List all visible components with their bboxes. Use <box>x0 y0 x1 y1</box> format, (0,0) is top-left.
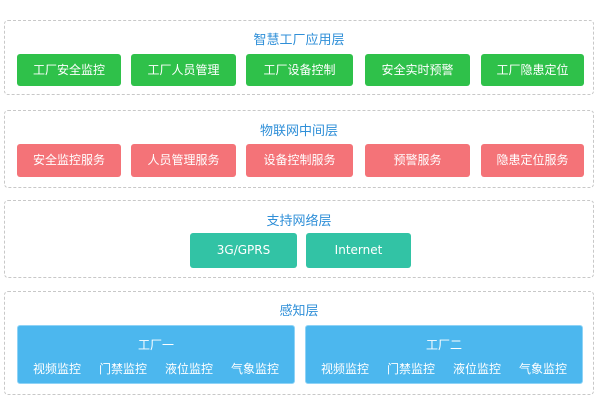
factory-one-name: 工厂一 <box>137 338 174 352</box>
mid-item-equipment-control-service: 设备控制服务 <box>246 144 353 177</box>
factory-two-items: 视频监控 门禁监控 液位监控 气象监控 <box>306 360 582 377</box>
network-item-3g-gprs: 3G/GPRS <box>190 233 297 268</box>
middleware-layer: 物联网中间层 安全监控服务 人员管理服务 设备控制服务 预警服务 隐患定位服务 <box>4 110 594 188</box>
factory-two-item-video: 视频监控 <box>320 362 369 376</box>
factory-one-box: 工厂一 视频监控 门禁监控 液位监控 气象监控 <box>17 325 295 384</box>
network-layer: 支持网络层 3G/GPRS Internet <box>4 200 594 278</box>
mid-item-safety-monitoring-service: 安全监控服务 <box>17 144 121 177</box>
network-item-internet: Internet <box>306 233 411 268</box>
factory-one-item-video: 视频监控 <box>32 362 81 376</box>
factory-one-items: 视频监控 门禁监控 液位监控 气象监控 <box>18 360 294 377</box>
middleware-layer-title: 物联网中间层 <box>259 124 338 139</box>
factory-two-box: 工厂二 视频监控 门禁监控 液位监控 气象监控 <box>305 325 583 384</box>
mid-item-hazard-positioning-service: 隐患定位服务 <box>481 144 584 177</box>
perception-layer-title: 感知层 <box>279 304 319 319</box>
network-layer-title: 支持网络层 <box>266 214 332 229</box>
app-item-hazard-positioning: 工厂隐患定位 <box>481 54 584 86</box>
mid-item-warning-service: 预警服务 <box>365 144 470 177</box>
perception-layer-factories: 工厂一 视频监控 门禁监控 液位监控 气象监控 工厂二 视频监控 门禁监控 液位… <box>5 325 593 384</box>
app-item-safety-monitoring: 工厂安全监控 <box>17 54 121 86</box>
app-item-personnel-management: 工厂人员管理 <box>131 54 236 86</box>
application-layer: 智慧工厂应用层 工厂安全监控 工厂人员管理 工厂设备控制 安全实时预警 工厂隐患… <box>4 20 594 95</box>
factory-two-item-level: 液位监控 <box>452 362 501 376</box>
network-layer-items: 3G/GPRS Internet <box>5 233 593 268</box>
middleware-layer-items: 安全监控服务 人员管理服务 设备控制服务 预警服务 隐患定位服务 <box>5 144 593 177</box>
app-item-realtime-warning: 安全实时预警 <box>365 54 470 86</box>
factory-one-item-access: 门禁监控 <box>98 362 147 376</box>
application-layer-items: 工厂安全监控 工厂人员管理 工厂设备控制 安全实时预警 工厂隐患定位 <box>5 54 593 86</box>
factory-one-item-level: 液位监控 <box>164 362 213 376</box>
factory-two-item-access: 门禁监控 <box>386 362 435 376</box>
factory-two-item-weather: 气象监控 <box>518 362 567 376</box>
factory-one-item-weather: 气象监控 <box>230 362 279 376</box>
factory-two-name: 工厂二 <box>425 338 462 352</box>
application-layer-title: 智慧工厂应用层 <box>253 33 345 48</box>
perception-layer: 感知层 工厂一 视频监控 门禁监控 液位监控 气象监控 工厂二 视频监控 门禁监… <box>4 291 594 395</box>
mid-item-personnel-management-service: 人员管理服务 <box>131 144 236 177</box>
app-item-equipment-control: 工厂设备控制 <box>246 54 353 86</box>
